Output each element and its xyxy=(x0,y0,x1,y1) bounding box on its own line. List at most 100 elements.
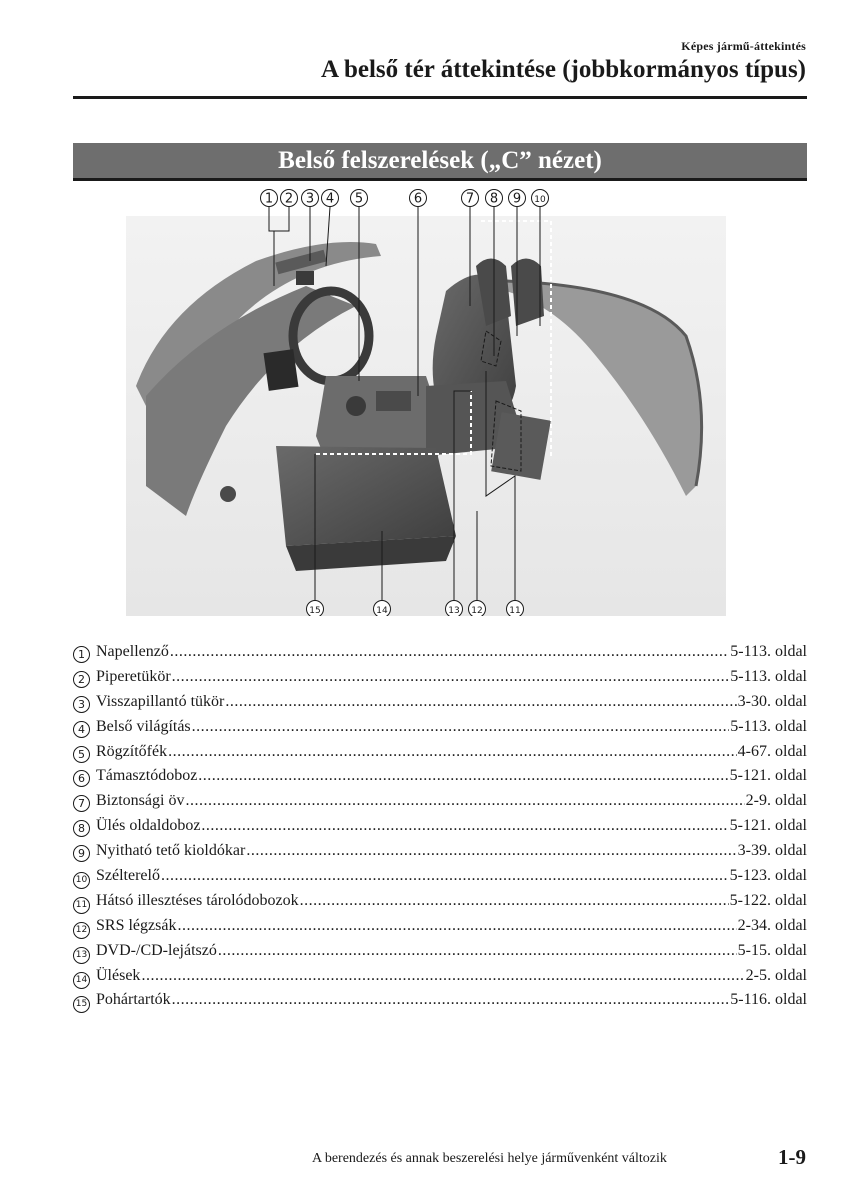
item-name: Visszapillantó tükör xyxy=(96,692,225,710)
item-name: Hátsó illesztéses tárolódobozok xyxy=(96,891,299,909)
interior-illustration-svg: 1 2 3 4 5 6 7 8 xyxy=(126,189,726,616)
item-number: 14 xyxy=(73,971,90,989)
list-item: 5 Rögzítőfék ...........................… xyxy=(73,743,807,768)
item-number: 7 xyxy=(73,795,90,813)
item-name: DVD-/CD-lejátszó xyxy=(96,941,217,959)
item-page: 2-34. oldal xyxy=(737,916,807,934)
item-name: Rögzítőfék xyxy=(96,742,168,760)
callout-7: 7 xyxy=(461,189,479,207)
item-name: Pohártartók xyxy=(96,991,171,1009)
list-item: 14 Ülések ..............................… xyxy=(73,967,807,992)
dot-leader: ........................................… xyxy=(191,717,730,735)
dot-leader: ........................................… xyxy=(217,941,737,959)
dot-leader: ........................................… xyxy=(246,842,737,860)
list-item: 6 Támasztódoboz ........................… xyxy=(73,767,807,792)
sun-visor xyxy=(275,249,327,275)
item-name: Szélterelő xyxy=(96,867,160,885)
svg-text:3: 3 xyxy=(306,192,314,207)
item-page: 2-9. oldal xyxy=(745,792,807,810)
svg-text:1: 1 xyxy=(265,192,273,207)
svg-text:14: 14 xyxy=(376,606,388,616)
item-number: 12 xyxy=(73,921,90,939)
svg-text:10: 10 xyxy=(534,195,546,205)
callout-13: 13 xyxy=(445,600,463,616)
item-number: 5 xyxy=(73,745,90,763)
svg-text:12: 12 xyxy=(471,606,482,616)
legend-list: 1 Napellenző ...........................… xyxy=(73,643,807,1016)
item-number: 11 xyxy=(73,896,90,914)
dot-leader: ........................................… xyxy=(168,742,737,760)
callout-8: 8 xyxy=(485,189,503,207)
item-number: 15 xyxy=(73,996,90,1014)
item-name: Piperetükör xyxy=(96,667,171,685)
item-name: Támasztódoboz xyxy=(96,767,198,785)
item-name: Ülés oldaldoboz xyxy=(96,817,201,835)
roll-hoop-right xyxy=(511,258,544,326)
passenger-seat xyxy=(276,446,456,546)
list-item: 8 Ülés oldaldoboz ......................… xyxy=(73,817,807,842)
callout-12: 12 xyxy=(468,600,486,616)
item-number: 13 xyxy=(73,946,90,964)
footer-note: A berendezés és annak beszerelési helye … xyxy=(312,1151,667,1166)
page-title: A belső tér áttekintése (jobbkormányos t… xyxy=(321,56,806,83)
leader-lines xyxy=(268,206,541,600)
dot-leader: ........................................… xyxy=(171,991,730,1009)
callout-11: 11 xyxy=(506,600,524,616)
item-name: Nyitható tető kioldókar xyxy=(96,842,246,860)
list-item: 1 Napellenző ...........................… xyxy=(73,643,807,668)
list-item: 9 Nyitható tető kioldókar ..............… xyxy=(73,842,807,867)
dashboard xyxy=(146,286,356,516)
callout-4: 4 xyxy=(321,189,339,207)
item-page: 5-122. oldal xyxy=(729,891,807,909)
callout-9: 9 xyxy=(508,189,526,207)
banner-title: Belső felszerelések („C” nézet) xyxy=(278,146,602,174)
side-knob xyxy=(220,486,236,502)
item-page: 5-113. oldal xyxy=(730,643,807,660)
callout-3: 3 xyxy=(301,189,319,207)
interior-illustration: 1 2 3 4 5 6 7 8 xyxy=(126,186,726,616)
item-page: 3-39. oldal xyxy=(737,842,807,860)
list-item: 15 Pohártartók .........................… xyxy=(73,991,807,1016)
title-divider xyxy=(73,96,807,99)
list-item: 4 Belső világítás ......................… xyxy=(73,718,807,743)
callout-1: 1 xyxy=(260,189,278,207)
callout-5: 5 xyxy=(350,189,368,207)
list-item: 11 Hátsó illesztéses tárolódobozok .....… xyxy=(73,892,807,917)
dot-leader: ........................................… xyxy=(185,792,745,810)
item-name: Napellenző xyxy=(96,643,169,660)
item-number: 10 xyxy=(73,872,90,890)
list-item: 3 Visszapillantó tükör .................… xyxy=(73,693,807,718)
item-page: 5-121. oldal xyxy=(729,817,807,835)
dot-leader: ........................................… xyxy=(177,916,737,934)
dot-leader: ........................................… xyxy=(171,667,730,685)
item-number: 3 xyxy=(73,695,90,713)
page-number: 1-9 xyxy=(778,1145,806,1169)
item-name: Biztonsági öv xyxy=(96,792,185,810)
item-name: Ülések xyxy=(96,966,141,984)
dot-leader: ........................................… xyxy=(141,966,745,984)
dot-leader: ........................................… xyxy=(201,817,728,835)
section-label: Képes jármű-áttekintés xyxy=(681,39,806,53)
item-number: 4 xyxy=(73,720,90,738)
list-item: 13 DVD-/CD-lejátszó ....................… xyxy=(73,942,807,967)
mirror xyxy=(296,271,314,285)
list-item: 7 Biztonsági öv ........................… xyxy=(73,792,807,817)
item-page: 5-116. oldal xyxy=(730,991,807,1009)
svg-text:9: 9 xyxy=(513,192,521,207)
svg-text:13: 13 xyxy=(448,606,459,616)
display-screen xyxy=(263,349,299,391)
item-name: SRS légzsák xyxy=(96,916,177,934)
svg-text:8: 8 xyxy=(490,192,498,207)
svg-text:6: 6 xyxy=(414,192,422,207)
item-page: 5-113. oldal xyxy=(730,717,807,735)
dot-leader: ........................................… xyxy=(225,692,736,710)
callout-6: 6 xyxy=(409,189,427,207)
dot-leader: ........................................… xyxy=(169,643,730,660)
item-number: 1 xyxy=(73,646,90,663)
svg-text:15: 15 xyxy=(309,606,320,616)
dot-leader: ........................................… xyxy=(160,867,729,885)
item-page: 4-67. oldal xyxy=(737,742,807,760)
svg-text:11: 11 xyxy=(509,606,520,616)
section-banner: Belső felszerelések („C” nézet) xyxy=(73,143,807,181)
item-name: Belső világítás xyxy=(96,717,191,735)
